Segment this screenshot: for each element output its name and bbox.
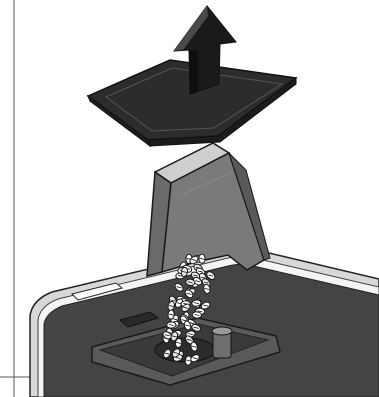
coffee-bean-seam xyxy=(181,270,187,273)
coffee-bean-seam xyxy=(173,352,179,354)
coffee-bean-seam xyxy=(194,314,200,316)
coffee-bean-seam xyxy=(168,313,174,316)
coffee-bean-seam xyxy=(176,341,182,344)
coffee-bean-seam xyxy=(186,292,192,295)
coffee-bean-seam xyxy=(192,357,198,360)
coffee-bean-seam xyxy=(164,352,170,355)
coffee-bean-seam xyxy=(197,310,203,313)
coffee-bean-seam xyxy=(185,359,191,362)
coffee-bean-seam xyxy=(168,305,174,307)
coffee-bean-seam xyxy=(176,302,182,305)
coffee-bean-seam xyxy=(186,338,192,341)
coffee-bean-seam xyxy=(195,280,200,283)
coffee-bean-seam xyxy=(176,286,182,289)
coffee-bean-seam xyxy=(199,257,205,260)
coffee-bean-seam xyxy=(193,274,199,277)
coffee-bean-bag xyxy=(146,142,271,277)
coffee-bean-seam xyxy=(193,302,199,305)
coffee-bean-seam xyxy=(191,259,197,261)
coffee-beans xyxy=(162,253,216,366)
coffee-bean-seam xyxy=(191,345,197,348)
coffee-bean-seam xyxy=(170,299,176,302)
coffee-bean-seam xyxy=(203,281,209,284)
coffee-bean-seam xyxy=(181,319,187,322)
coffee-bean-seam xyxy=(188,333,193,336)
coffee-bean-seam xyxy=(203,304,209,307)
bean-container-lid xyxy=(86,59,298,148)
coffee-bean-seam xyxy=(198,270,203,273)
coffee-bean-seam xyxy=(168,324,174,326)
coffee-bean-seam xyxy=(164,334,170,337)
coffee-bean-seam xyxy=(208,274,214,277)
coffee-bean-seam xyxy=(185,324,190,327)
coffee-bean-seam xyxy=(204,287,210,290)
coffee-bean-seam xyxy=(200,276,206,279)
coffee-bean-seam xyxy=(171,335,177,338)
coffee-bean-seam xyxy=(177,274,183,277)
coffee-bean-seam xyxy=(183,306,189,309)
coffee-bean-seam xyxy=(193,326,199,329)
coffee-bean-seam xyxy=(175,356,181,359)
coffee-bean-seam xyxy=(187,281,193,284)
lift-up-arrow-icon xyxy=(172,5,237,95)
coffee-bean-seam xyxy=(172,318,178,321)
